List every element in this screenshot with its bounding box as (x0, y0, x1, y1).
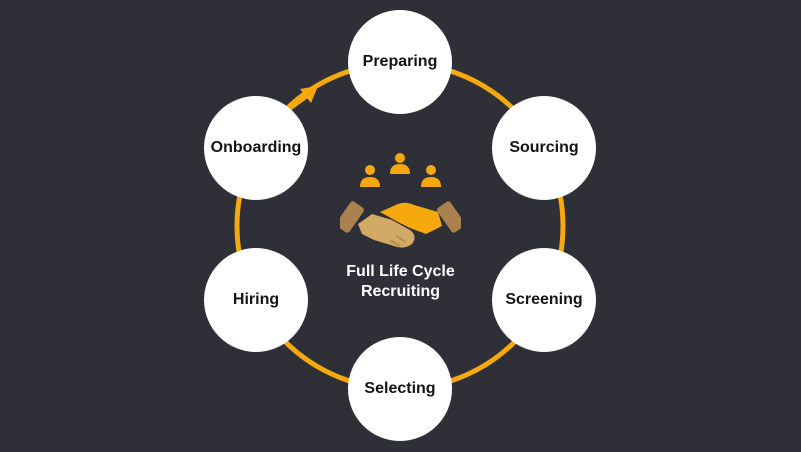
stage-screening: Screening (492, 248, 596, 352)
stage-label: Screening (505, 291, 583, 308)
handshake-icon (340, 201, 461, 248)
arrow-icon (287, 86, 318, 111)
center-emblem (340, 153, 461, 248)
stage-selecting: Selecting (348, 337, 452, 441)
stage-label: Selecting (364, 380, 436, 397)
stage-preparing: Preparing (348, 10, 452, 114)
center-title-line1: Full Life Cycle (346, 263, 455, 280)
person-icon (360, 165, 380, 187)
stage-label: Sourcing (509, 139, 579, 156)
person-icon (421, 165, 441, 187)
stage-label: Onboarding (210, 139, 302, 156)
stage-hiring: Hiring (204, 248, 308, 352)
center-title: Full Life Cycle Recruiting (300, 262, 501, 302)
stage-onboarding: Onboarding (204, 96, 308, 200)
stage-label: Hiring (232, 291, 280, 308)
stage-sourcing: Sourcing (492, 96, 596, 200)
person-icon (390, 153, 410, 174)
center-title-line2: Recruiting (360, 283, 441, 300)
stage-label: Preparing (362, 53, 438, 70)
